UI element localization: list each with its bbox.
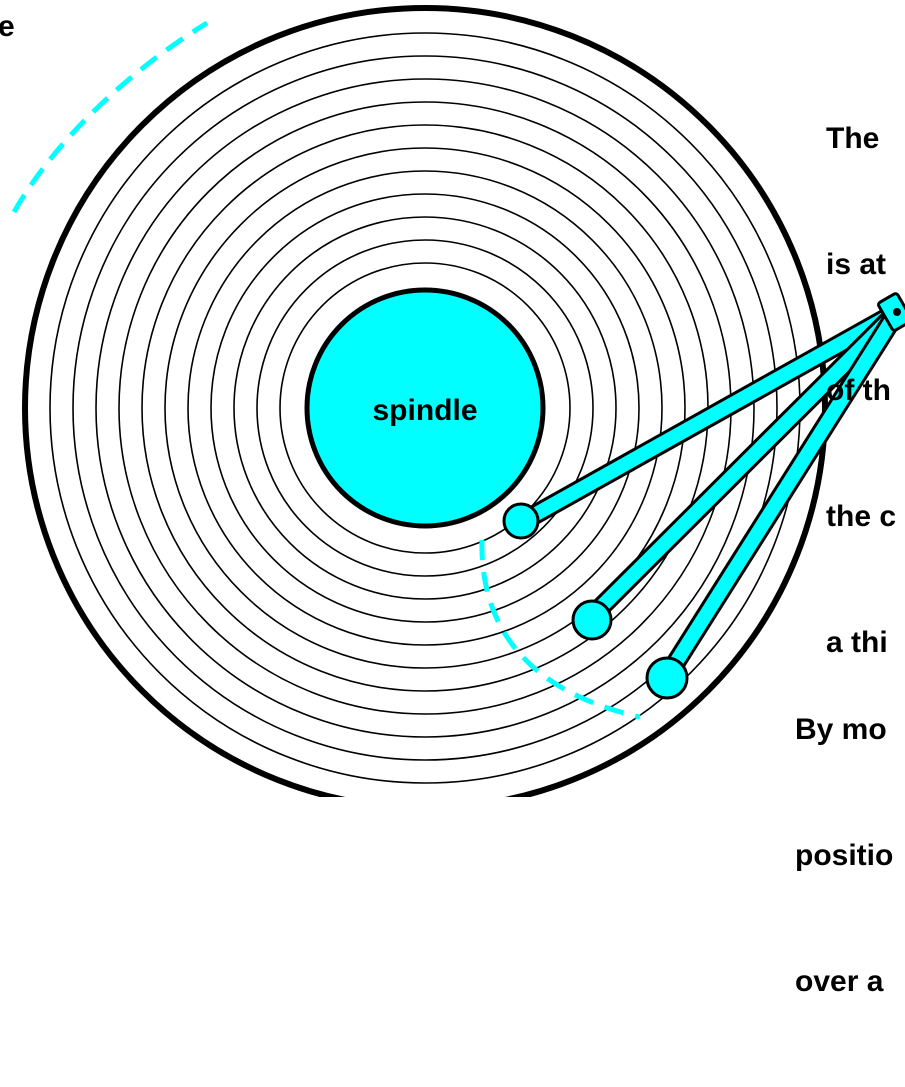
track <box>233 216 617 600</box>
arm-body-fill <box>522 305 904 525</box>
text-fragment-top-left: e <box>0 10 15 43</box>
arm-body-fill <box>666 305 904 674</box>
arm-pivot-point <box>893 308 901 316</box>
callout-line: By mo <box>795 713 887 746</box>
head-arm-position-3 <box>645 302 905 700</box>
callout-line: the c <box>826 500 897 533</box>
read-write-head <box>502 502 540 540</box>
arm-body-fill <box>590 305 904 618</box>
callout-bottom-right: By mo positio over a <box>795 625 893 1087</box>
track <box>72 55 778 761</box>
read-write-head <box>645 656 689 700</box>
callout-line: The <box>826 122 880 155</box>
spindle <box>304 287 546 529</box>
platter-rotation-arc <box>11 20 209 214</box>
callout-line: is at <box>826 248 887 281</box>
arm-sweep-arc <box>479 539 641 720</box>
tracks <box>49 32 801 784</box>
callout-line: over a <box>795 965 884 998</box>
callout-top-right: The is at of th the c a thi <box>826 34 896 748</box>
track <box>187 170 663 646</box>
callout-line: positio <box>795 839 894 872</box>
spindle-label: spindle <box>372 394 477 427</box>
track <box>256 239 594 577</box>
head-arm-position-2 <box>571 302 905 641</box>
callout-line: of th <box>826 374 891 407</box>
track <box>210 193 640 623</box>
disk-diagram: spindle e The is at of th the c <box>0 5 905 998</box>
callout-line: a thi <box>826 626 888 659</box>
disk-diagram-svg: spindle <box>11 5 905 811</box>
head-arm-position-1 <box>502 302 905 540</box>
track <box>95 78 755 738</box>
track <box>164 147 686 669</box>
track <box>279 262 571 554</box>
read-write-head <box>571 599 613 641</box>
